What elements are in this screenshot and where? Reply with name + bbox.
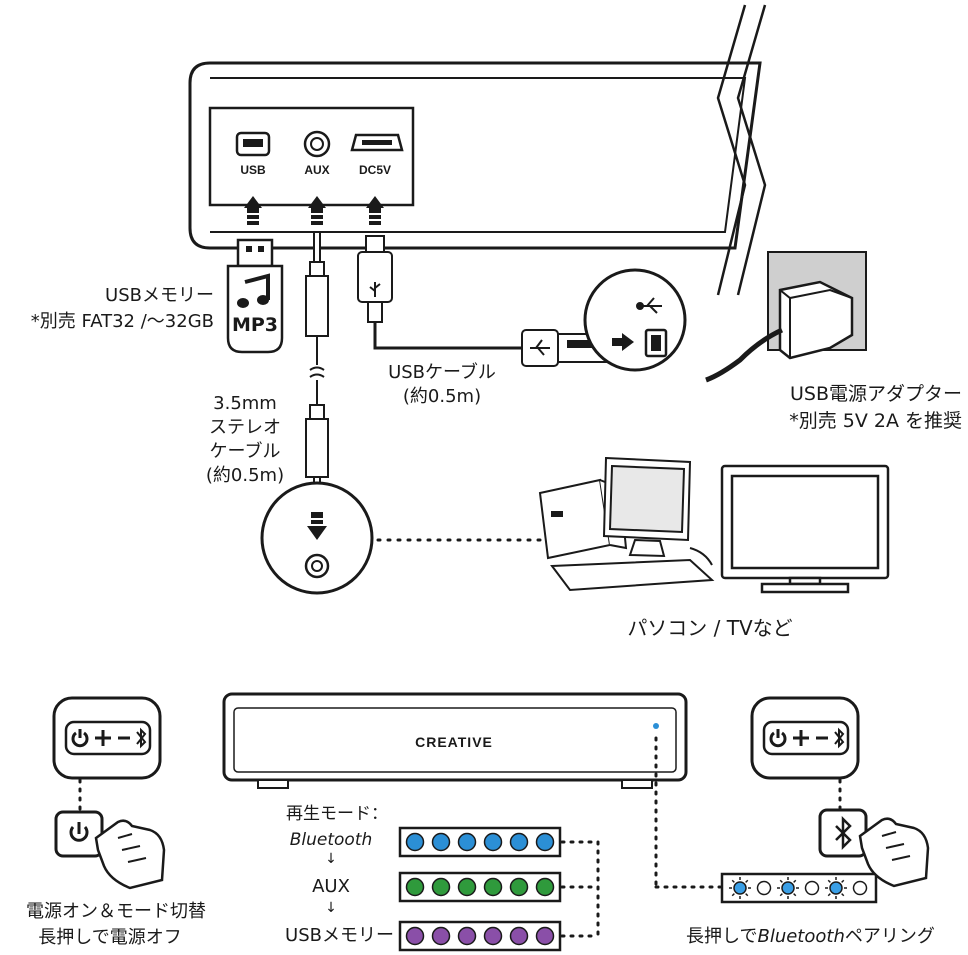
bluetooth-button xyxy=(818,808,868,858)
devices-label: パソコン / TVなど xyxy=(627,616,793,640)
led-ray xyxy=(827,879,831,883)
led xyxy=(405,877,425,897)
led-ray xyxy=(745,879,749,883)
led-ray xyxy=(793,879,797,883)
stereo-cable-label-4: (約0.5m) xyxy=(205,465,285,486)
led xyxy=(483,832,503,852)
led xyxy=(405,832,425,852)
status-led xyxy=(653,723,659,729)
pairing-led-bar xyxy=(720,872,878,904)
aux-jack-detail xyxy=(260,481,374,595)
usb-cable-label-1: USBケーブル xyxy=(388,362,496,383)
usb-power-adapter xyxy=(705,251,867,383)
led xyxy=(535,926,555,946)
led-ray xyxy=(745,893,749,897)
usb-memory-label: USBメモリー xyxy=(105,285,214,306)
led xyxy=(509,832,529,852)
usb-cable xyxy=(357,235,607,367)
mp3-badge: MP3 xyxy=(231,314,279,336)
led-ray xyxy=(731,893,735,897)
led xyxy=(535,877,555,897)
led-ray xyxy=(779,879,783,883)
brand-logo: CREATIVE xyxy=(415,734,493,750)
mode-usb-memory: USBメモリー xyxy=(285,925,394,946)
right-button-panel xyxy=(750,696,860,780)
led-ray xyxy=(841,893,845,897)
led-lit xyxy=(781,881,795,895)
bluetooth-mode-leds xyxy=(398,826,562,858)
led-ray xyxy=(793,893,797,897)
power-label-2: 長押しで電源オフ xyxy=(38,927,182,948)
mode-dotted-lines xyxy=(560,840,600,938)
mode-arrow-1: ↓ xyxy=(325,851,337,867)
tv-icon xyxy=(720,464,890,594)
dc-port-icon xyxy=(350,133,404,152)
usb-symbol-icon xyxy=(369,282,550,356)
power-label-1: 電源オン＆モード切替 xyxy=(26,901,206,922)
led xyxy=(431,877,451,897)
music-note-icon xyxy=(237,273,270,308)
hand-icon xyxy=(94,819,166,890)
mode-arrow-2: ↓ xyxy=(325,900,337,916)
led-off xyxy=(756,880,772,896)
led xyxy=(457,926,477,946)
led-lit xyxy=(733,881,747,895)
aux-port-icon xyxy=(303,130,331,158)
bluetooth-icon xyxy=(835,815,852,851)
led xyxy=(457,877,477,897)
led-ray xyxy=(779,893,783,897)
power-icon xyxy=(71,731,89,748)
usb-memory-spec: *別売 FAT32 /〜32GB xyxy=(30,311,214,332)
led-ray xyxy=(731,879,735,883)
adapter-label-1: USB電源アダプター xyxy=(789,383,962,405)
led xyxy=(457,832,477,852)
port-arrows xyxy=(244,196,384,225)
led xyxy=(431,832,451,852)
port-label-dc: DC5V xyxy=(358,163,391,177)
usb-port-detail xyxy=(583,268,687,372)
mode-bluetooth: Bluetooth xyxy=(289,830,373,850)
port-label-aux: AUX xyxy=(304,163,330,177)
mode-aux: AUX xyxy=(312,876,350,897)
led xyxy=(483,877,503,897)
pairing-label: 長押しでBluetoothペアリング xyxy=(686,926,935,948)
pairing-suffix: ペアリング xyxy=(844,926,935,947)
aux-mode-leds xyxy=(398,871,562,903)
pairing-prefix: 長押しで xyxy=(686,926,758,947)
pc-icon xyxy=(538,456,715,592)
led xyxy=(535,832,555,852)
hand-icon xyxy=(858,817,930,888)
led xyxy=(509,877,529,897)
left-button-panel xyxy=(52,696,162,780)
port-label-usb: USB xyxy=(240,163,266,177)
adapter-label-2: *別売 5V 2A を推奨 xyxy=(789,410,962,432)
led-ray xyxy=(827,893,831,897)
speaker-back-panel xyxy=(188,4,767,296)
led xyxy=(483,926,503,946)
stereo-cable-label-2: ステレオ xyxy=(209,417,281,438)
led xyxy=(431,926,451,946)
usb-mode-leds xyxy=(398,920,562,952)
led-off xyxy=(804,880,820,896)
usb-port-icon xyxy=(235,131,271,157)
led-lit xyxy=(829,881,843,895)
led xyxy=(509,926,529,946)
led-ray xyxy=(841,879,845,883)
stereo-cable-label-3: ケーブル xyxy=(209,441,281,462)
usb-cable-label-2: (約0.5m) xyxy=(402,386,482,407)
pairing-bluetooth: Bluetooth xyxy=(757,926,845,947)
led xyxy=(405,926,425,946)
mode-title: 再生モード： xyxy=(286,804,388,824)
power-icon xyxy=(69,826,89,842)
stereo-cable xyxy=(305,231,329,506)
speaker-front xyxy=(222,692,688,789)
mode-led-bars xyxy=(398,826,562,952)
led-off xyxy=(852,880,868,896)
power-button xyxy=(54,810,104,858)
stereo-cable-label-1: 3.5mm xyxy=(213,393,277,414)
